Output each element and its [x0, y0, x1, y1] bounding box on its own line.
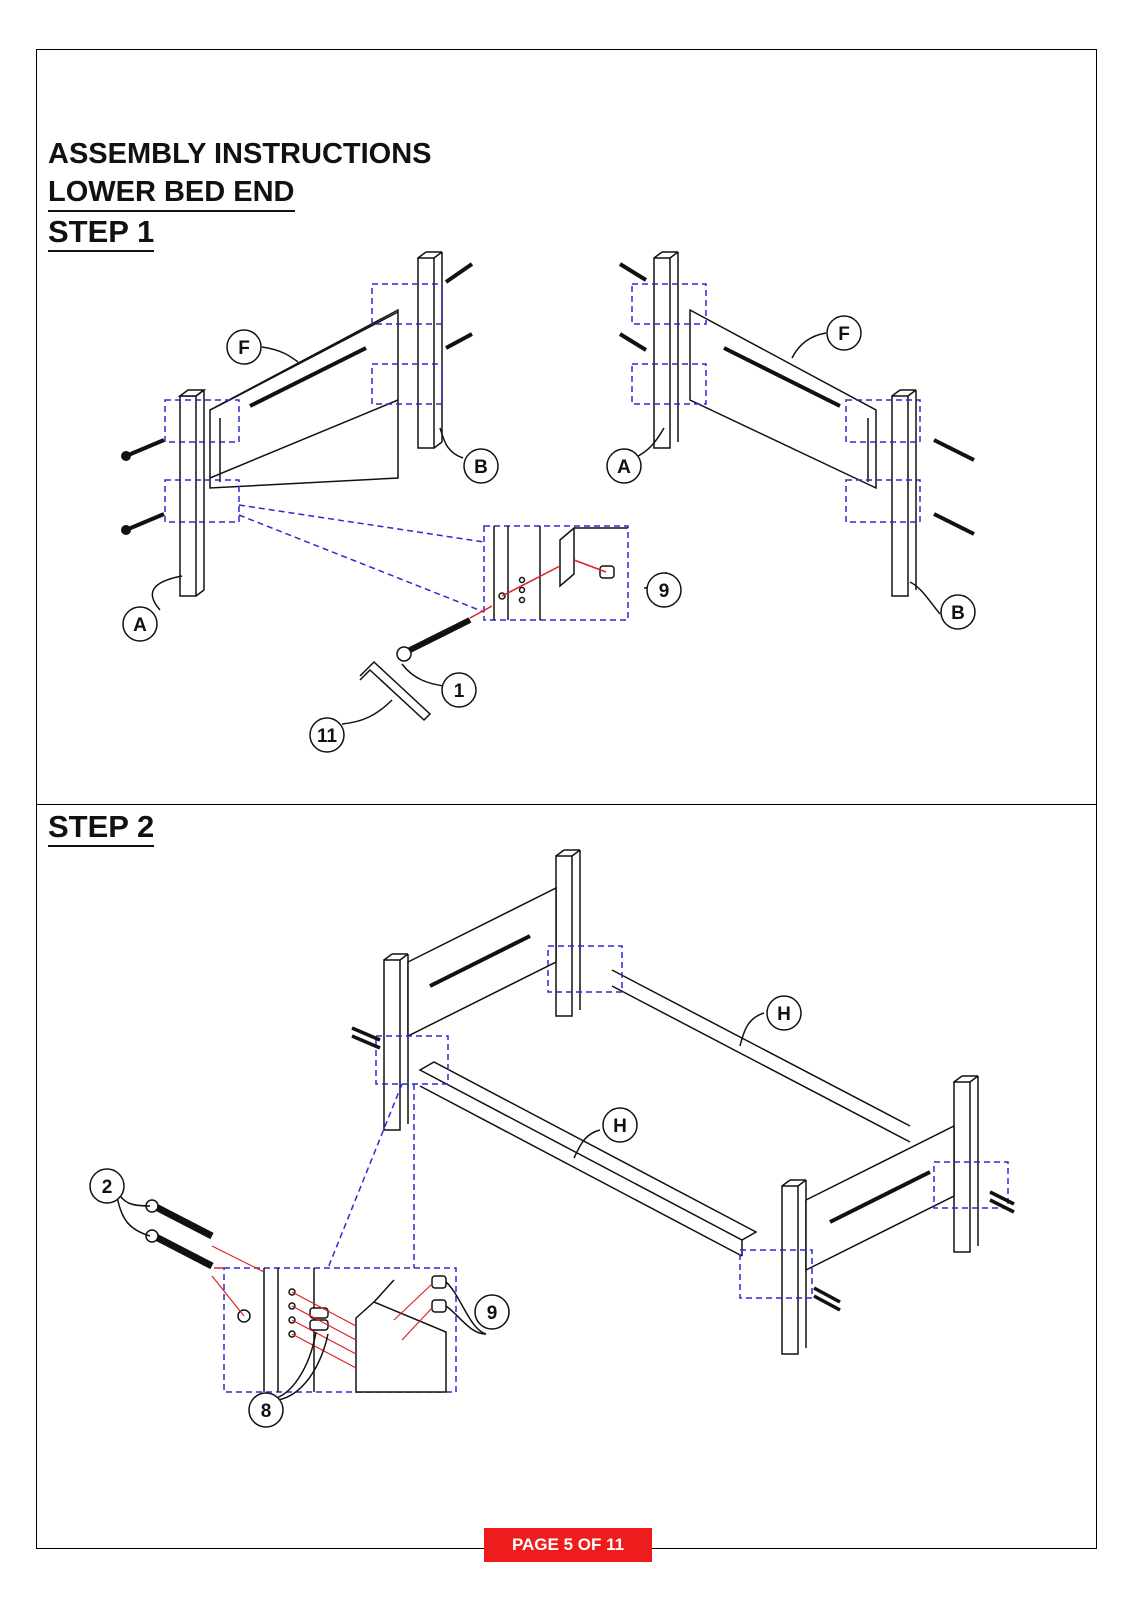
step1-detail-view: [483, 525, 629, 621]
step1-hardware: [359, 605, 493, 722]
step1-left-detail-boxes: [164, 283, 485, 613]
step-divider: [36, 804, 1097, 805]
page-number-badge: PAGE 5 OF 11: [484, 1528, 652, 1562]
svg-text:H: H: [777, 1004, 791, 1025]
part-label-2-bolts: 2: [89, 1168, 125, 1204]
svg-text:B: B: [474, 457, 488, 478]
step1-left-frame: [177, 251, 443, 597]
part-label-11-allen-key: 11: [309, 717, 345, 753]
step2-hardware-bolts: [145, 1199, 214, 1270]
svg-text:11: 11: [317, 726, 338, 747]
step1-right-bolts: [618, 262, 975, 536]
step2-bed-frame: [383, 849, 979, 1355]
svg-text:9: 9: [487, 1303, 498, 1324]
svg-text:A: A: [617, 457, 631, 478]
part-label-8-dowels: 8: [248, 1392, 284, 1428]
part-label-f-right: F: [826, 315, 862, 351]
svg-text:H: H: [613, 1116, 627, 1137]
svg-text:9: 9: [659, 581, 670, 602]
svg-text:2: 2: [102, 1177, 113, 1198]
step2-detail-boxes: [327, 945, 1009, 1299]
part-label-f-left: F: [226, 329, 262, 365]
svg-text:F: F: [838, 324, 850, 345]
svg-text:F: F: [238, 338, 250, 359]
part-label-b-left: B: [463, 448, 499, 484]
part-label-b-right: B: [940, 594, 976, 630]
step1-right-detail-boxes: [631, 283, 921, 523]
step1-right-frame: [653, 251, 917, 597]
svg-text:A: A: [133, 615, 147, 636]
svg-text:1: 1: [454, 681, 465, 702]
svg-text:B: B: [951, 603, 965, 624]
part-label-a-right: A: [606, 448, 642, 484]
step-1-title: STEP 1: [48, 214, 155, 252]
part-label-h-front: H: [602, 1107, 638, 1143]
part-label-h-back: H: [766, 995, 802, 1031]
step1-left-bolts: [121, 262, 474, 535]
part-label-1-bolt: 1: [441, 672, 477, 708]
section-title: LOWER BED END: [48, 176, 295, 212]
step-2-title: STEP 2: [48, 809, 155, 847]
svg-text:8: 8: [261, 1401, 272, 1422]
part-label-a-left: A: [122, 606, 158, 642]
step2-detail-view: [214, 1267, 457, 1393]
part-label-9-step1: 9: [646, 572, 682, 608]
step2-bolts: [351, 1026, 1015, 1312]
part-label-9-step2: 9: [474, 1294, 510, 1330]
document-title: ASSEMBLY INSTRUCTIONS: [48, 138, 432, 170]
